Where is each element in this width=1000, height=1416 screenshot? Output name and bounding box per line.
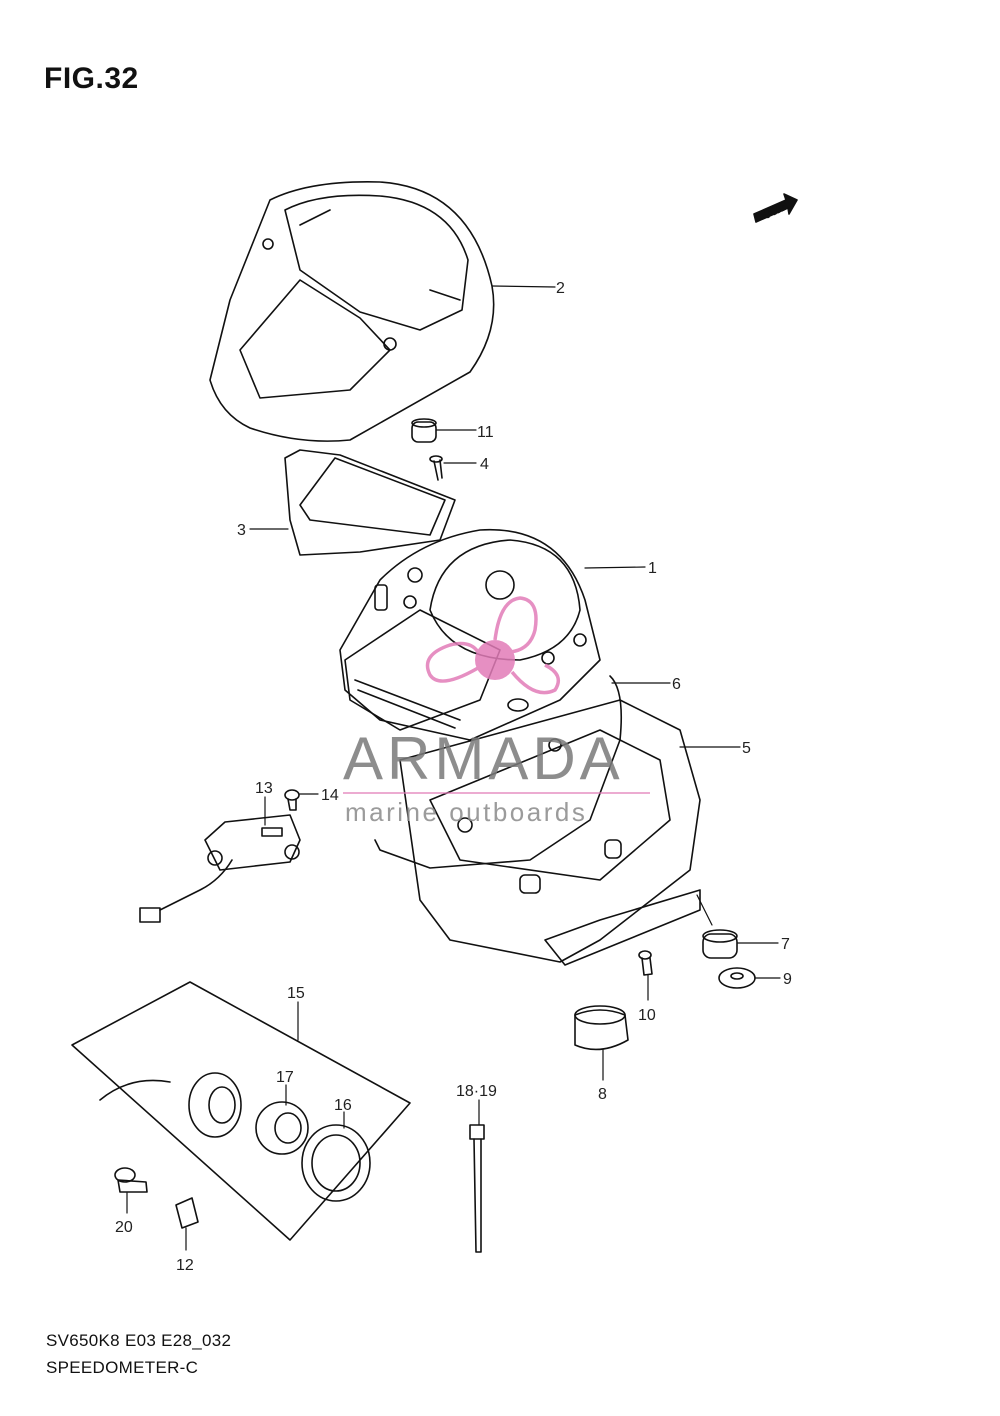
- meter-cover-part-2: [209, 181, 495, 442]
- lens-plate-part-3: [284, 449, 456, 556]
- screw-part-4: [429, 455, 443, 481]
- armada-logo-icon: [425, 596, 561, 695]
- seal-ring-part-16: [301, 1124, 371, 1202]
- callout-label: 11: [477, 424, 494, 441]
- bulb-kit-box-part-15: [71, 981, 411, 1241]
- bulb-socket-part-15: [99, 1072, 242, 1138]
- speedometer-assembly-part-1: [339, 528, 601, 741]
- fwd-label: FWD: [764, 201, 789, 221]
- grommet-part-7: [702, 929, 738, 959]
- screw-part-20: [114, 1167, 148, 1193]
- sensor-bracket-part-13: [139, 814, 301, 923]
- callout-label: 16: [334, 1097, 352, 1114]
- figure-title: FIG.32: [44, 62, 139, 95]
- watermark-brand: ARMADA: [343, 725, 624, 792]
- callout-label: 10: [638, 1007, 656, 1024]
- callout-label: 17: [276, 1069, 294, 1086]
- bolt-part-10: [638, 950, 653, 976]
- figure-name: SPEEDOMETER-C: [46, 1358, 199, 1377]
- callout-label: 8: [598, 1086, 607, 1103]
- clip-part-12: [175, 1197, 199, 1229]
- watermark-tagline: marine outboards: [345, 797, 588, 827]
- callout-label: 7: [781, 936, 790, 953]
- callout-label: 3: [237, 522, 246, 539]
- model-code: SV650K8 E03 E28_032: [46, 1331, 232, 1350]
- callout-label: 2: [556, 280, 565, 297]
- bolt-part-14: [284, 789, 300, 811]
- callout-label: 1: [648, 560, 657, 577]
- washer-part-9: [718, 967, 756, 989]
- callout-label: 12: [176, 1257, 194, 1274]
- callout-label: 20: [115, 1219, 133, 1236]
- callout-label: 15: [287, 985, 305, 1002]
- cable-tie-part-18-19: [469, 1124, 485, 1253]
- callout-label: 18·19: [456, 1083, 497, 1100]
- callout-label: 14: [321, 787, 339, 804]
- callout-label: 5: [742, 740, 751, 757]
- callout-label: 6: [672, 676, 681, 693]
- fwd-arrow-icon: FWD: [753, 193, 798, 223]
- grommet-part-11: [411, 418, 437, 443]
- callout-label: 9: [783, 971, 792, 988]
- callout-label: 4: [480, 456, 489, 473]
- callout-label: 13: [255, 780, 273, 797]
- bulb-holder-part-17: [255, 1101, 309, 1155]
- grommet-part-8: [574, 1005, 629, 1051]
